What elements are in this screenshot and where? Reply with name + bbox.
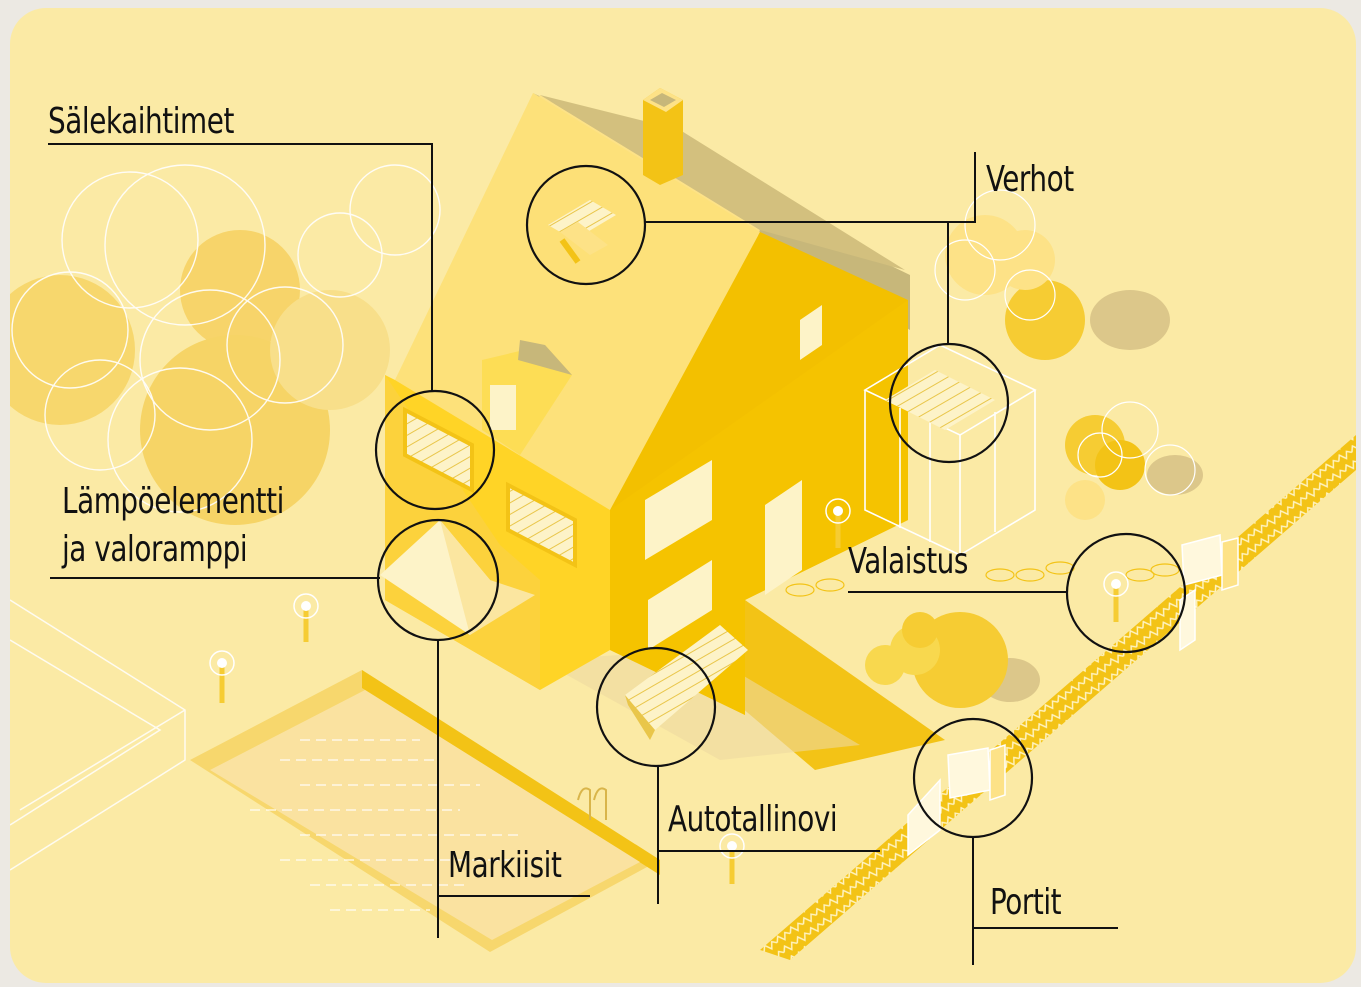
- house: [380, 88, 910, 740]
- label-portit: Portit: [990, 882, 1062, 923]
- label-lampoelementti-line1: Lämpöelementti: [62, 481, 284, 522]
- label-valaistus: Valaistus: [848, 541, 968, 582]
- label-verhot: Verhot: [986, 159, 1074, 200]
- blind-detail-icon: [548, 200, 616, 264]
- label-salekaihtimet: Sälekaihtimet: [48, 101, 234, 142]
- label-autotallinovi: Autotallinovi: [668, 799, 838, 840]
- callout-ring-salekaihtimet: [374, 389, 496, 511]
- garden-lights: [209, 498, 1129, 884]
- trees-left: [10, 164, 441, 525]
- label-lampoelementti-line2: ja valoramppi: [62, 529, 248, 570]
- leader-lines: [48, 143, 1118, 965]
- ground-plate: [10, 599, 186, 871]
- pool: [190, 670, 660, 952]
- gates: [907, 534, 1239, 857]
- stepping-stones: [785, 561, 1180, 597]
- sunroom: [863, 344, 1037, 557]
- trees-right: [865, 189, 1203, 708]
- label-markiisit: Markiisit: [448, 845, 562, 886]
- callout-ring-autotallinovi: [595, 646, 717, 768]
